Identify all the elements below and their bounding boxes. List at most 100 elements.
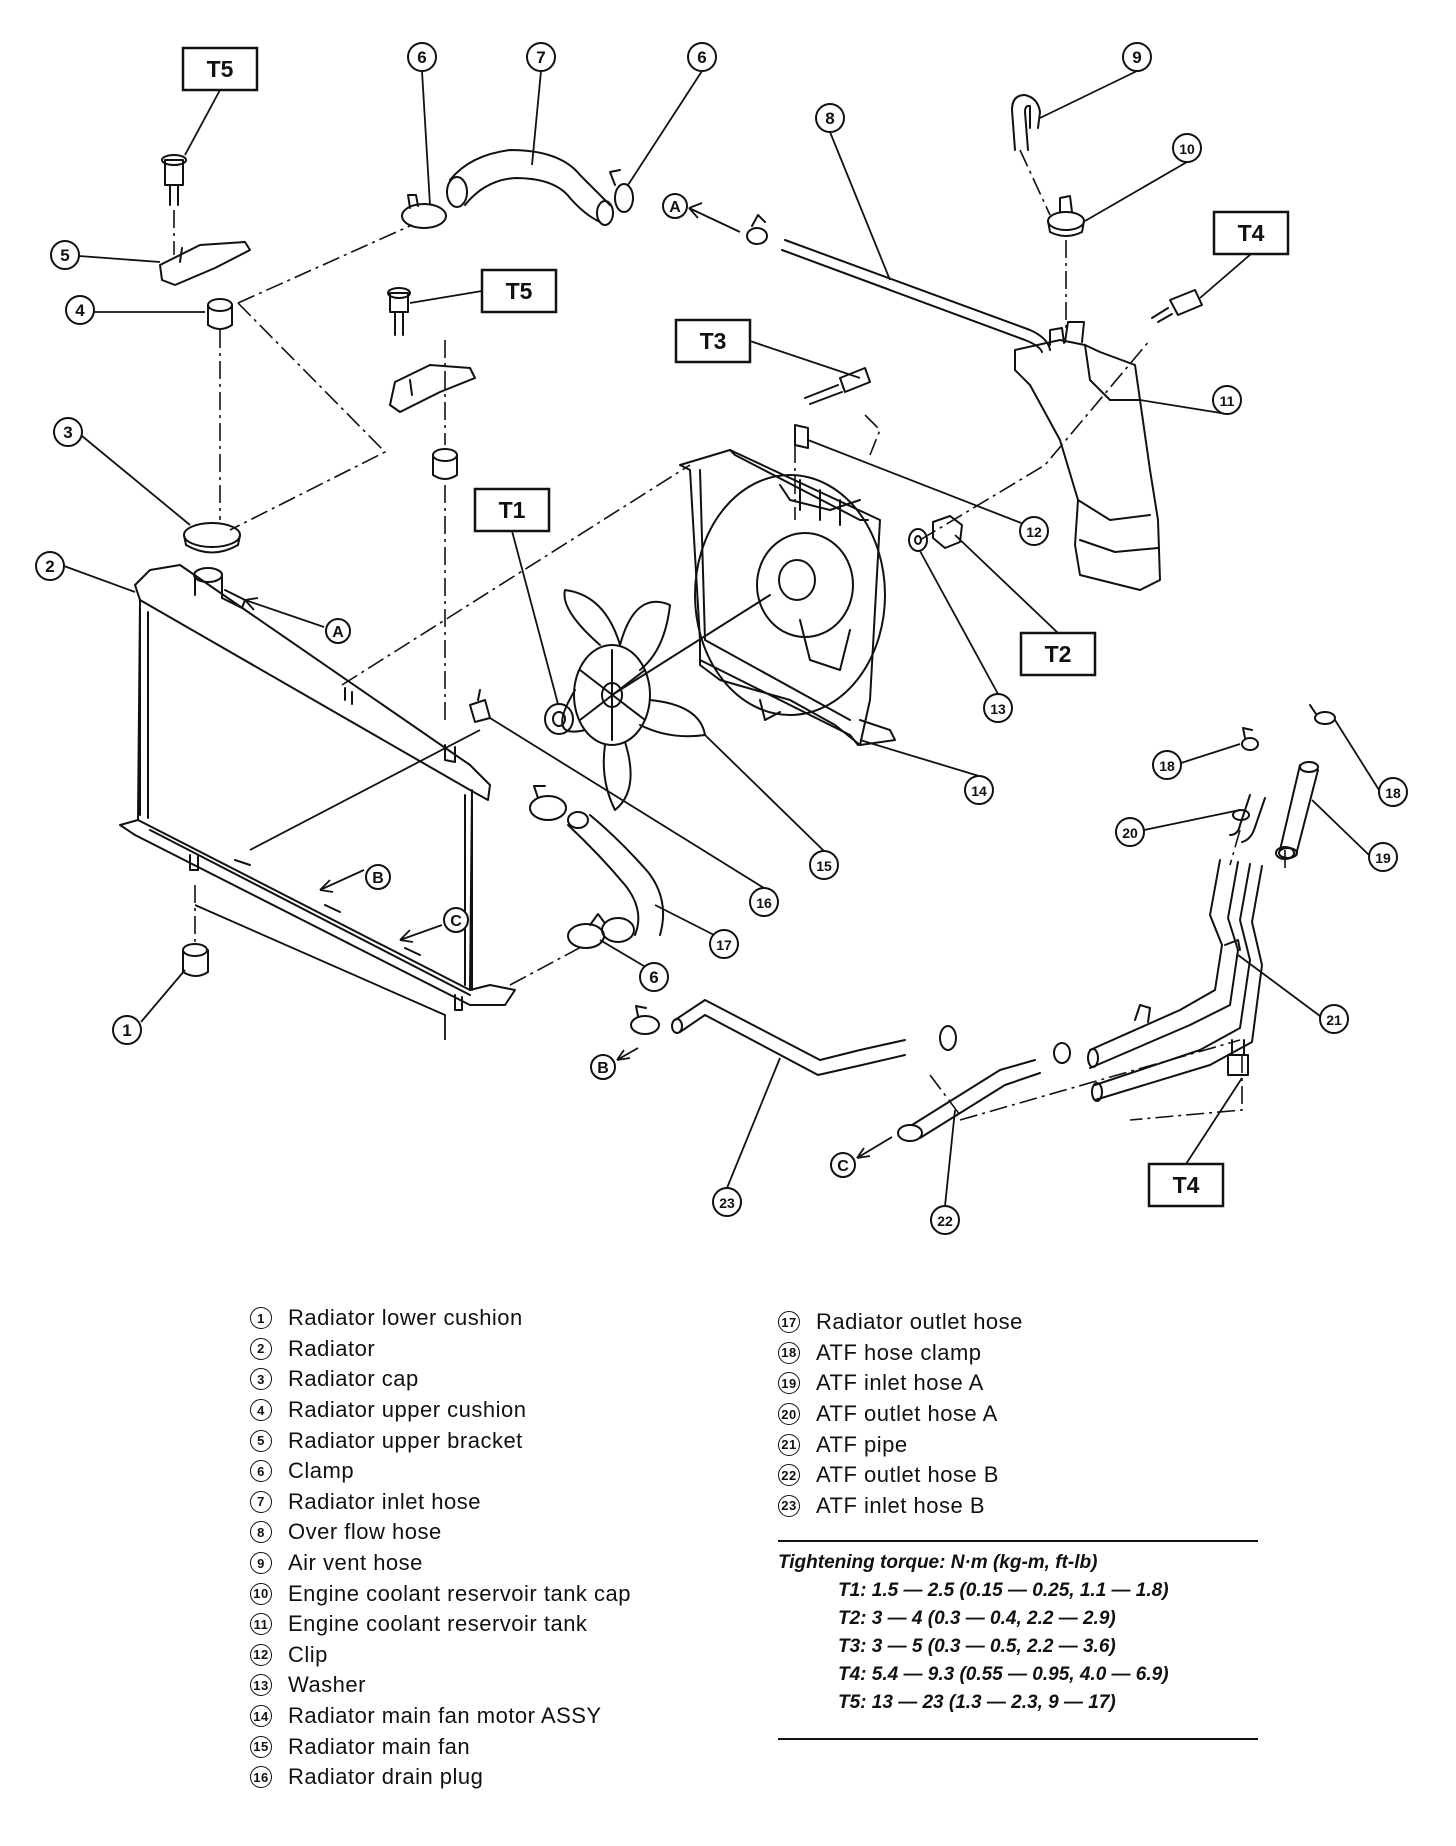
clamp xyxy=(401,169,1071,1142)
callout-1: 1 xyxy=(112,1015,142,1045)
legend-text: Air vent hose xyxy=(288,1550,423,1576)
legend-item-11: 11 Engine coolant reservoir tank xyxy=(250,1609,631,1640)
torque-box-label: T5 xyxy=(207,56,234,82)
legend-number: 23 xyxy=(778,1494,800,1517)
legend-number: 4 xyxy=(250,1399,272,1422)
torque-title: Tightening torque: N·m (kg-m, ft-lb) xyxy=(778,1552,1098,1573)
table-rule-top xyxy=(778,1540,1258,1542)
legend-text: Engine coolant reservoir tank cap xyxy=(288,1580,632,1606)
radiator-exploded-diagram: 1234567689101112131415161761818192021222… xyxy=(35,42,1408,1235)
callout-number: 4 xyxy=(75,301,85,320)
legend-number: 16 xyxy=(250,1766,272,1789)
callout-14: 14 xyxy=(964,775,994,805)
legend-text: Radiator xyxy=(288,1335,376,1361)
port-letter: A xyxy=(669,199,681,216)
torque-row-t5: T5: 13 — 23 (1.3 — 2.3, 9 — 17) xyxy=(838,1692,1116,1713)
legend-item-22: 22 ATF outlet hose B xyxy=(778,1460,1023,1491)
tightening-torque-table: Tightening torque: N·m (kg-m, ft-lb) T1:… xyxy=(778,1540,1258,1740)
torque-row-t1: T1: 1.5 — 2.5 (0.15 — 0.25, 1.1 — 1.8) xyxy=(838,1580,1169,1601)
torque-box-label: T1 xyxy=(499,497,526,523)
legend-text: ATF outlet hose B xyxy=(816,1462,999,1488)
legend-number: 6 xyxy=(250,1460,272,1483)
callout-16: 16 xyxy=(749,887,779,917)
callout-6: 6 xyxy=(639,962,669,992)
legend-number: 8 xyxy=(250,1521,272,1544)
legend-item-16: 16 Radiator drain plug xyxy=(250,1762,631,1793)
legend-text: ATF inlet hose A xyxy=(816,1370,984,1396)
atf-inlet-hose-b xyxy=(671,999,906,1076)
legend-item-14: 14 Radiator main fan motor ASSY xyxy=(250,1701,631,1732)
callout-number: 18 xyxy=(1159,758,1175,774)
radiator-inlet-hose xyxy=(446,149,614,226)
radiator-part xyxy=(119,564,516,1011)
callout-23: 23 xyxy=(712,1187,742,1217)
callout-7: 7 xyxy=(526,42,556,72)
torque-row-t4: T4: 5.4 — 9.3 (0.55 — 0.95, 4.0 — 6.9) xyxy=(838,1664,1169,1685)
legend-text: Radiator outlet hose xyxy=(816,1309,1023,1335)
legend-number: 1 xyxy=(250,1307,272,1330)
callout-number: 12 xyxy=(1026,524,1042,540)
callout-number: 6 xyxy=(697,48,706,67)
legend-number: 15 xyxy=(250,1735,272,1758)
reservoir-tank-cap xyxy=(1047,195,1085,237)
legend-text: Radiator main fan motor ASSY xyxy=(288,1703,602,1729)
callout-13: 13 xyxy=(983,693,1013,723)
legend-text: ATF hose clamp xyxy=(816,1339,982,1365)
callout-20: 20 xyxy=(1115,817,1145,847)
atf-inlet-hose-a xyxy=(1278,761,1319,859)
callout-number: 18 xyxy=(1385,785,1401,801)
port-label-c: C xyxy=(830,1152,856,1178)
port-letter: C xyxy=(837,1158,849,1175)
callout-19: 19 xyxy=(1368,842,1398,872)
washer xyxy=(908,528,928,552)
legend-text: Engine coolant reservoir tank xyxy=(288,1611,588,1637)
callout-3: 3 xyxy=(53,417,83,447)
callout-11: 11 xyxy=(1212,385,1242,415)
callout-15: 15 xyxy=(809,850,839,880)
legend-number: 20 xyxy=(778,1403,800,1426)
callout-number: 11 xyxy=(1220,393,1235,409)
legend-number: 11 xyxy=(250,1613,272,1636)
legend-text: Radiator main fan xyxy=(288,1733,471,1759)
port-label-a: A xyxy=(662,193,688,219)
callout-number: 8 xyxy=(825,109,834,128)
callout-number: 9 xyxy=(1132,48,1141,67)
torque-box-label: T4 xyxy=(1238,220,1265,246)
port-letter: A xyxy=(332,624,344,641)
callout-number: 13 xyxy=(990,701,1006,717)
port-label-b: B xyxy=(590,1054,616,1080)
legend-number: 22 xyxy=(778,1464,800,1487)
legend-text: Radiator inlet hose xyxy=(288,1488,481,1514)
bolt xyxy=(161,154,1249,1076)
torque-box-t4: T4 xyxy=(1212,210,1290,256)
legend-text: Radiator upper bracket xyxy=(288,1427,523,1453)
legend-number: 13 xyxy=(250,1674,272,1697)
port-label-a: A xyxy=(325,618,351,644)
port-letter: B xyxy=(597,1060,609,1077)
callout-22: 22 xyxy=(930,1205,960,1235)
torque-box-t1: T1 xyxy=(473,487,551,533)
air-vent-hose xyxy=(1011,94,1041,151)
engine-coolant-reservoir-tank xyxy=(1014,321,1161,591)
callout-number: 5 xyxy=(60,246,69,265)
torque-box-label: T2 xyxy=(1045,641,1072,667)
legend-text: Radiator drain plug xyxy=(288,1764,484,1790)
radiator-outlet-hose xyxy=(567,811,665,943)
atf-outlet-hose-a xyxy=(1229,794,1266,843)
legend-number: 14 xyxy=(250,1705,272,1728)
legend-text: Clamp xyxy=(288,1458,355,1484)
